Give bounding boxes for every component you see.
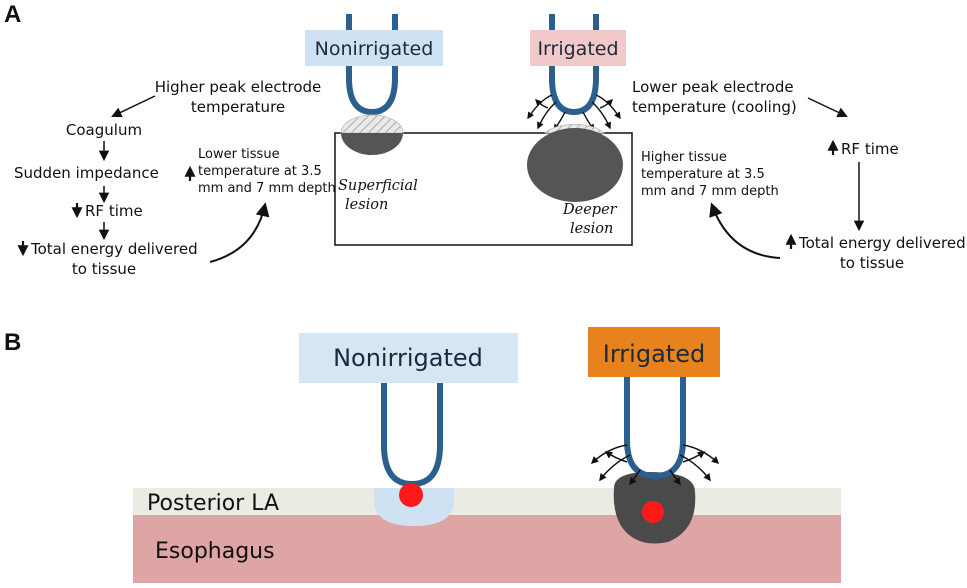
irrigated-catheter-a — [549, 14, 599, 116]
right-total-energy-1: Total energy delivered — [798, 234, 966, 252]
nonirrigated-lesion-b — [374, 488, 454, 526]
irrigation-flow-arrows-b — [590, 444, 720, 486]
superficial-lesion — [340, 114, 404, 155]
nonirrigated-box-a — [305, 30, 443, 66]
right-total-energy-2: to tissue — [840, 254, 904, 272]
nonirrigated-hotspot — [399, 483, 423, 507]
left-tissue-temp-2: temperature at 3.5 — [198, 164, 322, 179]
arrow-to-right-rf-time — [807, 97, 848, 118]
irrigated-catheter-b — [624, 376, 686, 480]
right-curved-arrow — [709, 202, 781, 259]
tissue-box-a — [334, 132, 633, 246]
right-rf-time-label: RF time — [841, 140, 899, 158]
left-tissue-temp-3: mm and 7 mm depth — [198, 181, 336, 196]
irrigated-label-b: Irrigated — [603, 340, 705, 368]
arrow-to-coagulum — [111, 95, 156, 118]
irrigated-label-a: Irrigated — [537, 38, 618, 60]
deeper-lesion-label-1: Deeper — [562, 202, 618, 218]
left-total-energy-2: to tissue — [72, 260, 136, 278]
sudden-impedance-label: Sudden impedance — [14, 164, 159, 182]
posterior-la-label: Posterior LA — [147, 491, 279, 516]
nonirrigated-catheter-a — [346, 14, 398, 116]
right-tissue-temp-1: Higher tissue — [641, 150, 727, 165]
irrigated-box-a — [530, 30, 626, 66]
nonirrigated-label-b: Nonirrigated — [333, 344, 483, 372]
superficial-lesion-label-1: Superficial — [338, 178, 418, 194]
nonirrigated-box-b — [299, 333, 518, 383]
superficial-lesion-label-2: lesion — [345, 197, 388, 213]
panel-a-letter: A — [4, 1, 21, 28]
right-peak-temp-1: Lower peak electrode — [632, 78, 794, 96]
right-tissue-temp-2: temperature at 3.5 — [641, 167, 765, 182]
deeper-lesion-label-2: lesion — [570, 221, 613, 237]
right-tissue-temp-3: mm and 7 mm depth — [641, 184, 779, 199]
right-peak-temp-2: temperature (cooling) — [632, 98, 797, 116]
left-tissue-temp-1: Lower tissue — [198, 147, 280, 162]
irrigated-box-b — [588, 327, 720, 377]
posterior-la-layer — [133, 488, 841, 515]
coagulum-label: Coagulum — [66, 121, 142, 139]
irrigation-flow-arrows-a — [527, 94, 621, 132]
left-rf-time-label: RF time — [85, 202, 143, 220]
left-curved-arrow — [209, 202, 270, 263]
irrigated-hotspot — [642, 501, 664, 523]
esophagus-layer — [133, 515, 841, 583]
nonirrigated-catheter-b — [381, 380, 443, 488]
panel-b-letter: B — [4, 329, 21, 356]
left-total-energy-1: Total energy delivered — [30, 240, 198, 258]
left-peak-temp-2: temperature — [191, 98, 285, 116]
deeper-lesion — [527, 124, 623, 202]
left-peak-temp-1: Higher peak electrode — [155, 78, 322, 96]
esophagus-label: Esophagus — [155, 539, 275, 564]
nonirrigated-label-a: Nonirrigated — [315, 38, 434, 60]
